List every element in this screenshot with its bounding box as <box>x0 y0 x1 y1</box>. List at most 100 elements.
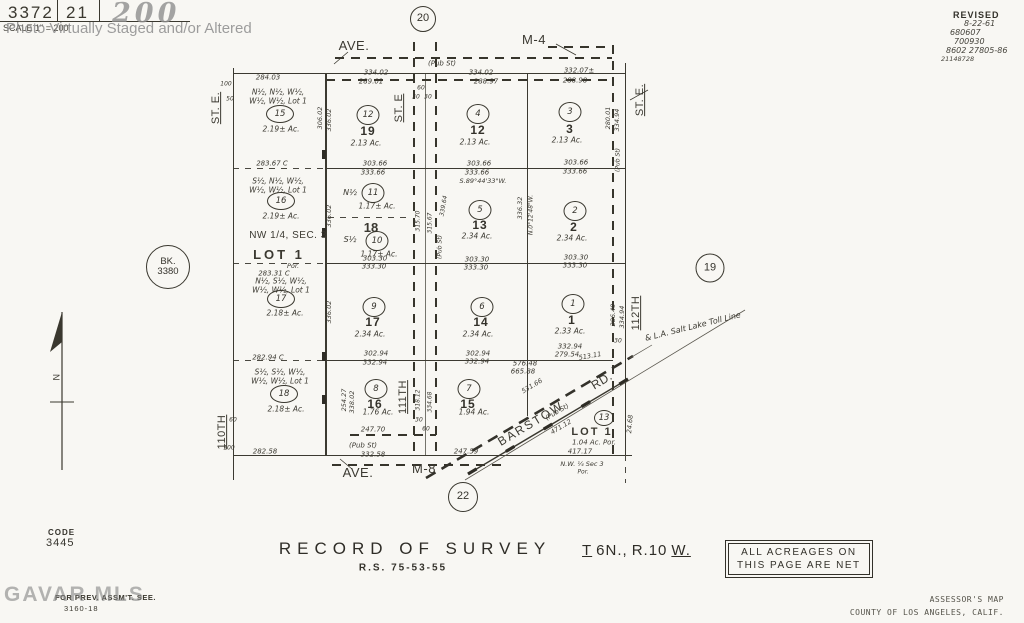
dim-label: 303.66 <box>466 159 492 168</box>
township-part: T <box>582 542 593 559</box>
map-line <box>332 464 502 466</box>
dim-label: 247.70 <box>360 425 386 434</box>
prev-assessment-ref: 3160-18 <box>64 604 99 613</box>
map-line <box>527 73 528 416</box>
parcel-acreage: 1.17± Ac. <box>358 201 396 211</box>
dim-label: 333.30 <box>562 261 588 270</box>
dim-label: 302.94 <box>465 349 491 358</box>
dim-label: 334.02 <box>468 68 494 77</box>
parcel-number: 19 <box>360 124 376 138</box>
parcel-circle: 12 <box>356 105 380 125</box>
map-line <box>325 73 327 455</box>
parcel-number: 16 <box>367 397 383 411</box>
revised-entry: 21148728 <box>941 55 975 63</box>
dim-label: 288.98 <box>562 76 588 85</box>
parcel-circle: 13 <box>594 410 614 426</box>
revised-entry: 8-22-61 <box>964 19 996 28</box>
map-line <box>612 45 614 455</box>
parcel-circle: 15 <box>266 105 294 123</box>
dim-label: 318.12 <box>414 389 422 411</box>
dim-label: 279.54 <box>554 350 580 359</box>
dim-label: 334.02 <box>363 68 389 77</box>
dim-label: 332.07± <box>563 66 595 75</box>
dim-label: (Pub St) <box>436 235 444 259</box>
dim-label: 30 <box>415 416 423 424</box>
dim-label: 333.66 <box>360 168 386 177</box>
map-line <box>233 68 234 480</box>
street-ave-top: AVE. <box>338 37 370 53</box>
dim-label: 282.58 <box>252 447 278 456</box>
map-line <box>625 455 626 483</box>
assessor-credit: ASSESSOR'S MAP COUNTY OF LOS ANGELES, CA… <box>850 594 1004 620</box>
toll-line <box>464 309 746 481</box>
dim-label: 576.48 <box>512 359 538 368</box>
revised-entry: 8602 27805-86 <box>946 46 1008 55</box>
page-ref-top: 20 <box>410 6 436 32</box>
parcel-number: 14 <box>473 315 489 329</box>
map-line <box>322 352 326 361</box>
street-st-e-right: ST. E. <box>634 83 647 117</box>
township-part: W. <box>671 542 691 559</box>
dim-label: 665.88 <box>510 367 536 376</box>
header-divider <box>99 0 100 21</box>
dim-label: 332.94 <box>557 342 583 351</box>
north-label: N <box>51 373 62 381</box>
dim-label: 60 <box>422 425 430 433</box>
dim-label: 306.02 <box>315 106 324 130</box>
parcel-circle: 9 <box>362 297 386 317</box>
parcel-acreage: 2.34 Ac. <box>461 231 493 241</box>
header-divider <box>0 21 190 22</box>
parcel-acreage: 2.34 Ac. <box>556 233 588 243</box>
map-line <box>350 434 436 436</box>
prev-assessment-note: FOR PREV. ASSM'T. SEE. <box>55 593 156 602</box>
dim-label: 333.66 <box>464 168 490 177</box>
dim-label: N½ <box>343 188 357 197</box>
acreage-note-box: ALL ACREAGES ON THIS PAGE ARE NET <box>725 540 873 578</box>
dim-label: 471.12 <box>549 417 573 437</box>
dim-label: 254.27 <box>339 388 348 412</box>
map-line <box>326 263 625 264</box>
map-line <box>425 73 426 455</box>
code-label: CODE <box>48 528 76 537</box>
map-title: RECORD OF SURVEY <box>278 539 552 558</box>
north-arrow <box>50 312 74 470</box>
map-line <box>625 63 626 457</box>
parcel-circle: 17 <box>267 290 295 308</box>
section-label: NW 1/4, SEC. 3 <box>249 229 327 241</box>
dim-label: 288.97 <box>473 77 499 86</box>
leader-lines <box>333 43 649 470</box>
dim-label: 513.11 <box>578 350 602 362</box>
dim-label: 303.30 <box>464 255 490 264</box>
dim-label: 336.02 <box>324 300 333 324</box>
parcel-circle: 10 <box>365 231 389 251</box>
street-st-e-mid: ST. E <box>393 93 406 123</box>
parcel-number: 13 <box>472 218 488 232</box>
lot-label: LOT 1 <box>571 426 613 439</box>
parcel-circle: 5 <box>468 200 492 220</box>
parcel-acreage: 1.94 Ac. <box>458 407 490 417</box>
page-number: 21 <box>66 3 89 22</box>
acreage-note-line2: THIS PAGE ARE NET <box>737 559 861 571</box>
parcel-acreage: 1.17± Ac. <box>360 249 398 259</box>
dim-label: 1.04 Ac. Por. <box>572 438 616 447</box>
dim-label: 50 <box>226 95 234 103</box>
photo-watermark: Photo Virtually Staged and/or Altered <box>6 20 252 37</box>
dim-label: 283.67 C <box>256 159 288 168</box>
dim-label: 332.58 <box>360 450 386 459</box>
map-line <box>233 73 625 74</box>
dim-label: 303.30 <box>563 253 589 262</box>
parcel-circle: 3 <box>558 102 582 122</box>
map-line <box>548 46 608 48</box>
parcel-acreage: 2.13 Ac. <box>551 135 583 145</box>
parcel-acreage: 2.19± Ac. <box>262 211 300 221</box>
revised-entry: 680607 <box>950 28 981 37</box>
parcel-number: 15 <box>460 397 476 411</box>
street-m4: M-4 <box>522 31 546 47</box>
parcel-acreage: 2.34 Ac. <box>354 329 386 339</box>
map-line <box>233 360 326 361</box>
dim-label: 289.01 <box>358 77 384 86</box>
parcel-circle: 4 <box>466 104 490 124</box>
